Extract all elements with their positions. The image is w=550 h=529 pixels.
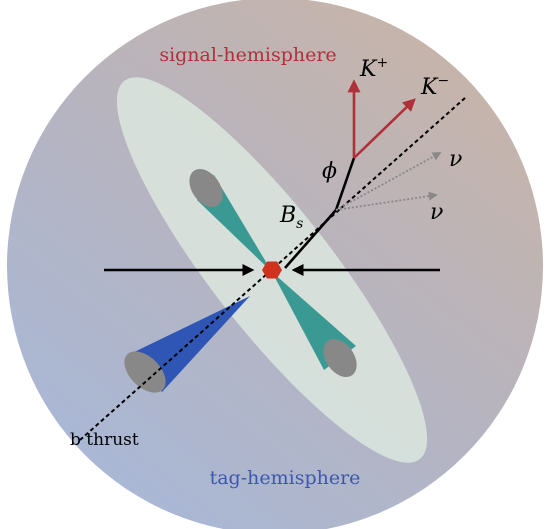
phi-track — [334, 157, 356, 211]
kminus-track — [353, 98, 416, 159]
kminus-label: K− — [420, 73, 449, 100]
b-thrust-label: b thrust — [70, 430, 139, 450]
b-thrust-axis — [79, 97, 466, 441]
phi-label: ϕ — [322, 159, 337, 184]
neutrino-upper-label: ν — [449, 147, 462, 172]
neutrino-lower-label: ν — [430, 200, 443, 225]
collision-point — [262, 261, 282, 279]
lower-right-jet-cone — [272, 272, 357, 377]
signal-hemisphere-label: signal-hemisphere — [159, 44, 336, 66]
kplus-label: K+ — [359, 55, 388, 82]
neutrino-arrow-lower — [335, 191, 438, 211]
tag-b-cone — [124, 296, 250, 393]
upper-left-jet-cone — [189, 169, 272, 272]
tag-hemisphere-label: tag-hemisphere — [210, 467, 361, 489]
bs-track — [284, 209, 337, 269]
bs-label: Bs — [279, 203, 303, 232]
